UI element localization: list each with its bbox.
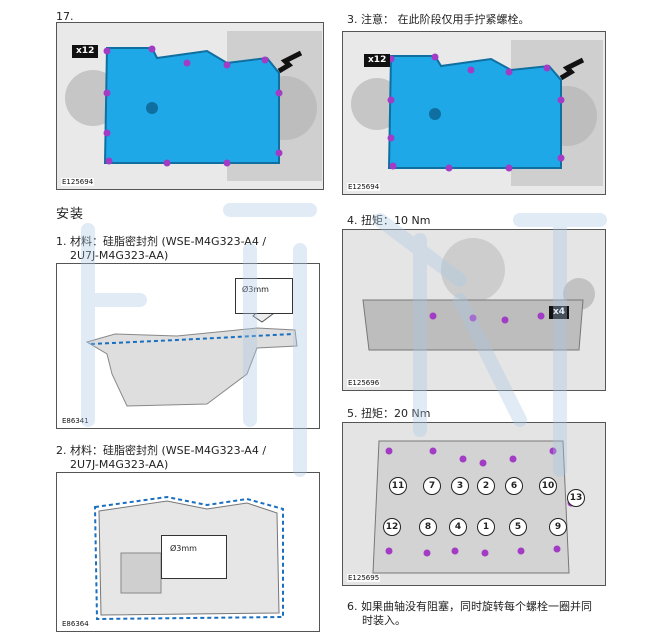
figure-step-1: Ø3mm E86341 bbox=[56, 263, 320, 429]
step-6-line1: 6. 如果曲轴没有阻塞，同时旋转每个螺栓一圈并同 bbox=[347, 600, 592, 613]
bolt-sequence-number: 4 bbox=[449, 518, 467, 536]
step-4-text: 4. 扭矩：10 Nm bbox=[347, 214, 431, 227]
figure-step-4: x4 E125696 bbox=[342, 229, 606, 391]
step-3-text: 3. 注意： 在此阶段仅用手拧紧螺栓。 bbox=[347, 13, 530, 26]
step-2-line2: 2U7J-M4G323-AA) bbox=[70, 458, 169, 471]
step-2-line1: 2. 材料：硅脂密封剂 (WSE-M4G323-A4 / bbox=[56, 444, 267, 457]
bolt-sequence-illustration bbox=[343, 423, 605, 585]
figure-step-3: x12 E125694 bbox=[342, 31, 606, 195]
figure-id: E86364 bbox=[61, 620, 90, 628]
bolt-sequence-number: 1 bbox=[477, 518, 495, 536]
bolt-sequence-number: 13 bbox=[567, 489, 585, 507]
step-5-text: 5. 扭矩：20 Nm bbox=[347, 407, 431, 420]
step-1-line2: 2U7J-M4G323-AA) bbox=[70, 249, 169, 262]
bolt-sequence-number: 2 bbox=[477, 477, 495, 495]
bolt-sequence-number: 10 bbox=[539, 477, 557, 495]
figure-id: E125694 bbox=[347, 183, 381, 191]
oil-pan-illustration bbox=[57, 23, 323, 189]
bolt-sequence-number: 11 bbox=[389, 477, 407, 495]
bolt-count-callout: x12 bbox=[72, 45, 99, 58]
bolt-sequence-number: 3 bbox=[451, 477, 469, 495]
bolt-sequence-number: 8 bbox=[419, 518, 437, 536]
figure-step-2: Ø3mm E86364 bbox=[56, 472, 320, 632]
step-17-number: 17. bbox=[56, 10, 74, 23]
figure-id: E125696 bbox=[347, 379, 381, 387]
figure-step-17: x12 E125694 bbox=[56, 22, 324, 190]
bead-size-card: Ø3mm bbox=[235, 278, 293, 314]
figure-id: E125694 bbox=[61, 178, 95, 186]
install-heading: 安装 bbox=[56, 207, 85, 222]
bolt-sequence-number: 6 bbox=[505, 477, 523, 495]
bead-diameter-label: Ø3mm bbox=[242, 285, 269, 294]
bolt-count-callout: x12 bbox=[364, 54, 391, 67]
figure-id: E125695 bbox=[347, 574, 381, 582]
step-1-line1: 1. 材料：硅脂密封剂 (WSE-M4G323-A4 / bbox=[56, 235, 267, 248]
figure-id: E86341 bbox=[61, 417, 90, 425]
figure-step-5: 11 7 3 2 6 10 13 12 8 4 1 5 9 E125695 bbox=[342, 422, 606, 586]
bolt-sequence-number: 9 bbox=[549, 518, 567, 536]
bolt-sequence-number: 12 bbox=[383, 518, 401, 536]
bead-size-card: Ø3mm bbox=[161, 535, 227, 579]
bolt-count-callout: x4 bbox=[549, 306, 570, 319]
bolt-sequence-number: 7 bbox=[423, 477, 441, 495]
bolt-sequence-number: 5 bbox=[509, 518, 527, 536]
bead-diameter-label: Ø3mm bbox=[170, 544, 197, 553]
step-6-line2: 时装入。 bbox=[362, 614, 406, 627]
